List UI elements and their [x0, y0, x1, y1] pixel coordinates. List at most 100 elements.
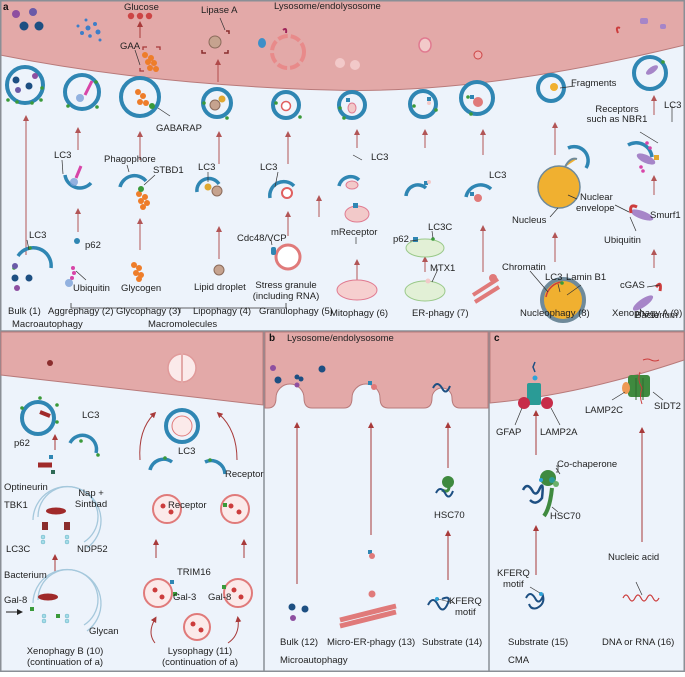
pathway-substrate-14: Substrate (14)	[422, 637, 483, 648]
label-ubiquitin-xeno: Ubiquitin	[604, 235, 641, 246]
label-stress-granule-1: Stress granule	[255, 280, 317, 291]
label-glycan: Glycan	[89, 626, 119, 637]
group-label-macroautophagy: Macroautophagy	[12, 319, 83, 330]
label-glycogen: Glycogen	[121, 283, 162, 294]
panel-letter-c: c	[494, 333, 500, 344]
label-p62-aggre: p62	[85, 240, 101, 251]
label-gal3: Gal-3	[173, 592, 197, 603]
phagophores-a	[16, 141, 654, 269]
label-lipase-a: Lipase A	[201, 5, 238, 16]
label-lc3-lipo: LC3	[198, 162, 216, 173]
label-p62-xenoB: p62	[14, 438, 30, 449]
pathway-mitophagy-6: Mitophagy (6)	[330, 308, 389, 319]
panel-b	[264, 331, 489, 629]
label-lc3-bulk: LC3	[29, 230, 47, 241]
label-hsc70-c: HSC70	[550, 511, 581, 522]
autophagosomes-a	[5, 55, 668, 120]
label-gaa: GAA	[120, 41, 141, 52]
middle-contents-a	[11, 141, 662, 323]
label-lc3-lyso: LC3	[178, 446, 196, 457]
pathway-glycophagy-3: Glycophagy (3)	[116, 306, 181, 317]
pathway-bulk-12: Bulk (12)	[280, 637, 319, 648]
pathway-nucleophagy-8: Nucleophagy (8)	[520, 308, 590, 319]
pathway-xenophagy-a-9: Xenophagy A (9)	[612, 308, 683, 319]
label-kferq-b-2: motif	[455, 607, 476, 618]
panel-a-continuation	[0, 331, 264, 644]
label-gabarap: GABARAP	[156, 123, 202, 134]
panel-c	[489, 331, 685, 610]
label-phagophore: Phagophore	[104, 154, 156, 165]
label-cgas: cGAS	[620, 280, 645, 291]
label-lc3-er: LC3	[489, 170, 507, 181]
leader-lines-a	[26, 17, 673, 318]
label-hsc70-b: HSC70	[434, 510, 465, 521]
label-lamp2c: LAMP2C	[585, 405, 624, 416]
pathway-bulk-1: Bulk (1)	[8, 306, 41, 317]
label-lc3-mito: LC3	[371, 152, 389, 163]
panel-letter-a: a	[3, 2, 9, 13]
label-gfap: GFAP	[496, 427, 522, 438]
label-bacterium-xenoB: Bacterium	[4, 570, 47, 581]
label-lc3c-xenoB: LC3C	[6, 544, 31, 555]
pathway-xenophagy-b-10-2: (continuation of a)	[26, 657, 104, 668]
lysosome-label-b: Lysosome/endolysosome	[287, 333, 394, 344]
label-lamin-b1: Lamin B1	[566, 272, 607, 283]
label-receptors-2: such as NBR1	[586, 114, 648, 125]
pathway-lysophagy-11-1: Lysophagy (11)	[167, 646, 233, 657]
macromolecules-bracket	[70, 303, 287, 313]
label-trim16: TRIM16	[177, 567, 211, 578]
label-lc3-granulo: LC3	[260, 162, 278, 173]
lysosome-contents-a	[12, 8, 666, 72]
label-lc3-aggre: LC3	[54, 150, 72, 161]
label-sidt2: SIDT2	[654, 401, 681, 412]
pathway-aggrephagy-2: Aggrephagy (2)	[48, 306, 114, 317]
pathway-lysophagy-11-2: (continuation of a)	[161, 657, 239, 668]
label-lipid-droplet: Lipid droplet	[194, 282, 246, 293]
label-nap: Nap +	[78, 488, 104, 499]
label-mtx1: MTX1	[430, 263, 456, 274]
label-stress-granule-2: (including RNA)	[252, 291, 320, 302]
label-cdc48-vcp: Cdc48/VCP	[237, 233, 287, 244]
label-tbk1: TBK1	[4, 500, 28, 511]
group-label-cma: CMA	[508, 655, 530, 666]
label-p62-er: p62	[393, 234, 409, 245]
label-stbd1: STBD1	[153, 165, 184, 176]
label-sintbad: Sintbad	[74, 499, 108, 510]
label-lamp2a: LAMP2A	[540, 427, 578, 438]
label-kferq-c-1: KFERQ	[497, 568, 530, 579]
label-receptor-left: Receptor	[168, 500, 207, 511]
lysosome-label-a: Lysosome/endolysosome	[274, 1, 381, 12]
arrows-a	[23, 59, 657, 280]
pathway-er-phagy-7: ER-phagy (7)	[412, 308, 469, 319]
label-nuclear-envelope-2: envelope	[576, 203, 615, 214]
pathway-dna-rna-16: DNA or RNA (16)	[602, 637, 675, 648]
lysosome-membrane-a	[0, 0, 685, 91]
label-nucleic-acid: Nucleic acid	[608, 552, 660, 563]
label-gal8-lyso: Gal-8	[208, 592, 232, 603]
label-bacterium-xenoA: Bacterium	[635, 310, 678, 321]
label-lc3-nucleo: LC3	[545, 272, 563, 283]
label-smurf1: Smurf1	[650, 210, 681, 221]
label-receptors-1: Receptors	[595, 104, 639, 115]
label-ubiquitin: Ubiquitin	[73, 283, 110, 294]
label-optineurin: Optineurin	[4, 482, 48, 493]
label-fragments: Fragments	[571, 78, 617, 89]
label-kferq-c-2: motif	[503, 579, 524, 590]
label-lc3c: LC3C	[428, 222, 453, 233]
label-gal8-xenoB: Gal-8	[4, 595, 28, 606]
label-lc3-xeno: LC3	[664, 100, 682, 111]
label-receptor-right: Receptor	[225, 469, 264, 480]
label-lc3-xenoB: LC3	[82, 410, 100, 421]
label-kferq-b-1: KFERQ	[449, 596, 482, 607]
pathway-micro-er-phagy-13: Micro-ER-phagy (13)	[327, 637, 416, 648]
label-co-chaperone: Co-chaperone	[557, 459, 618, 470]
label-chromatin: Chromatin	[502, 262, 546, 273]
group-label-microautophagy: Microautophagy	[280, 655, 348, 666]
label-glucose: Glucose	[124, 2, 159, 13]
label-ndp52: NDP52	[77, 544, 108, 555]
label-nucleus: Nucleus	[512, 215, 547, 226]
label-mreceptor: mReceptor	[331, 227, 378, 238]
pathway-substrate-15: Substrate (15)	[508, 637, 569, 648]
